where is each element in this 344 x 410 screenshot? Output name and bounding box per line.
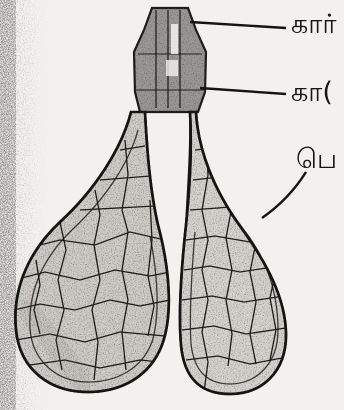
label-corpusculum: கார் (291, 10, 336, 40)
right-pollen-sac (170, 100, 300, 400)
leader-line-2 (200, 88, 286, 94)
leader-line-3 (262, 172, 306, 218)
label-pollinium: பெ (296, 145, 337, 175)
label-caudicle: கா( (291, 78, 333, 108)
corpusculum (134, 8, 206, 112)
leader-line-1 (190, 22, 286, 28)
